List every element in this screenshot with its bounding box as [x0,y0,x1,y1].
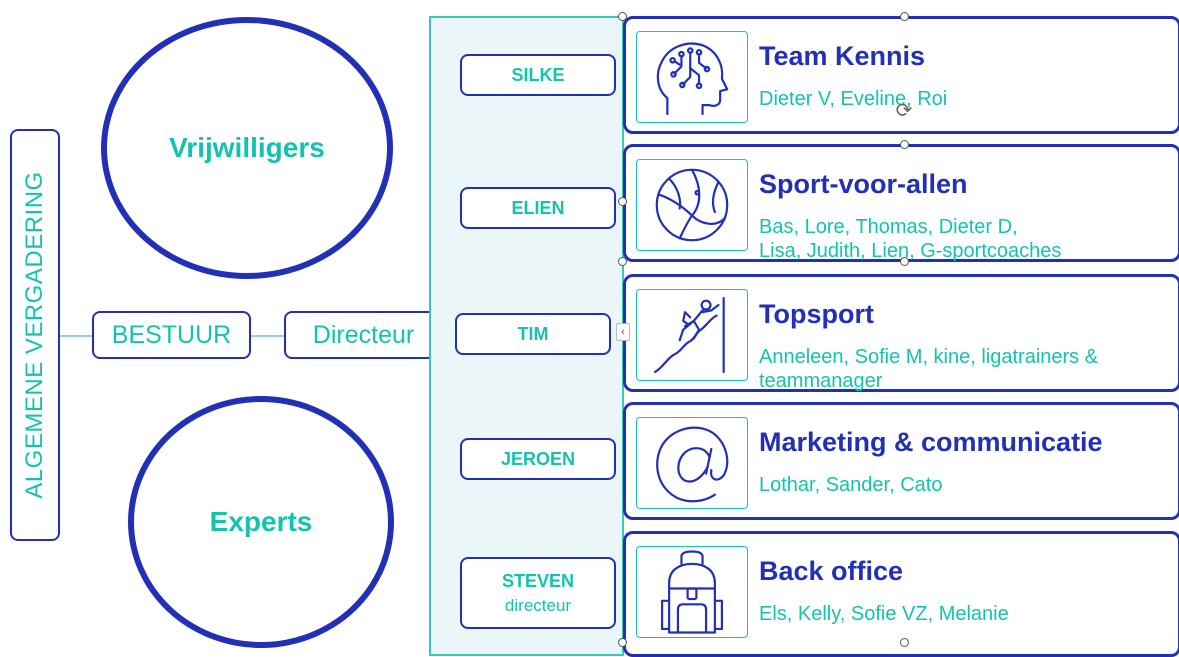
team-title: Back office [759,556,904,586]
collapse-chevron-icon[interactable]: ‹ [616,323,630,341]
team-members: Lothar, Sander, Cato [759,474,943,496]
general-assembly-label: ALGEMENE VERGADERING [21,171,48,499]
resize-handle[interactable] [618,638,627,647]
connector-line [60,335,92,337]
person-elien[interactable]: ELIEN [460,187,616,229]
person-tim[interactable]: TIM [455,313,611,355]
person-name: JEROEN [500,448,576,469]
general-assembly-box[interactable]: ALGEMENE VERGADERING [10,129,60,541]
person-name: SILKE [511,64,565,85]
person-name: STEVEN [501,570,575,591]
experts-circle[interactable]: Experts [128,396,394,648]
director-label: Directeur [312,320,415,349]
person-name: TIM [517,323,549,344]
team-members: Anneleen, Sofie M, kine, ligatrainers & … [759,346,1099,392]
resize-handle[interactable] [900,140,909,149]
resize-handle[interactable] [900,257,909,266]
person-silke[interactable]: SILKE [460,54,616,96]
team-card-sport-voor-allen[interactable]: Sport-voor-allen Bas, Lore, Thomas, Diet… [623,144,1179,262]
volunteers-circle[interactable]: Vrijwilligers [101,17,393,279]
resize-handle[interactable] [618,197,627,206]
volunteers-label: Vrijwilligers [169,132,325,163]
team-title: Team Kennis [759,41,926,71]
person-jeroen[interactable]: JEROEN [460,438,616,480]
director-node[interactable]: Directeur [284,311,443,359]
brain-head-icon [636,31,748,123]
connector-line [251,335,284,337]
rotate-handle-icon[interactable]: ⟳ [895,100,913,122]
person-role: directeur [504,595,572,615]
ball-icon [636,159,748,251]
experts-label: Experts [209,506,313,537]
team-card-marketing[interactable]: Marketing & communicatie Lothar, Sander,… [623,402,1179,520]
team-title: Topsport [759,299,874,329]
resize-handle[interactable] [900,12,909,21]
team-card-topsport[interactable]: Topsport Anneleen, Sofie M, kine, ligatr… [623,274,1179,392]
team-title: Sport-voor-allen [759,169,968,199]
climber-icon [636,289,748,381]
team-members: Dieter V, Eveline, Roi [759,88,948,110]
backpack-icon [636,546,748,638]
team-card-kennis[interactable]: Team Kennis Dieter V, Eveline, Roi [623,16,1179,134]
team-members: Bas, Lore, Thomas, Dieter D, Lisa, Judit… [759,216,1062,262]
team-members: Els, Kelly, Sofie VZ, Melanie [759,603,1009,625]
team-title: Marketing & communicatie [759,427,1103,457]
team-card-back-office[interactable]: Back office Els, Kelly, Sofie VZ, Melani… [623,531,1179,657]
resize-handle[interactable] [900,638,909,647]
person-steven[interactable]: STEVEN directeur [460,557,616,629]
at-sign-icon [636,417,748,509]
board-node[interactable]: BESTUUR [92,311,251,359]
resize-handle[interactable] [618,12,627,21]
person-name: ELIEN [511,197,565,218]
board-label: BESTUUR [111,320,232,349]
resize-handle[interactable] [618,257,627,266]
